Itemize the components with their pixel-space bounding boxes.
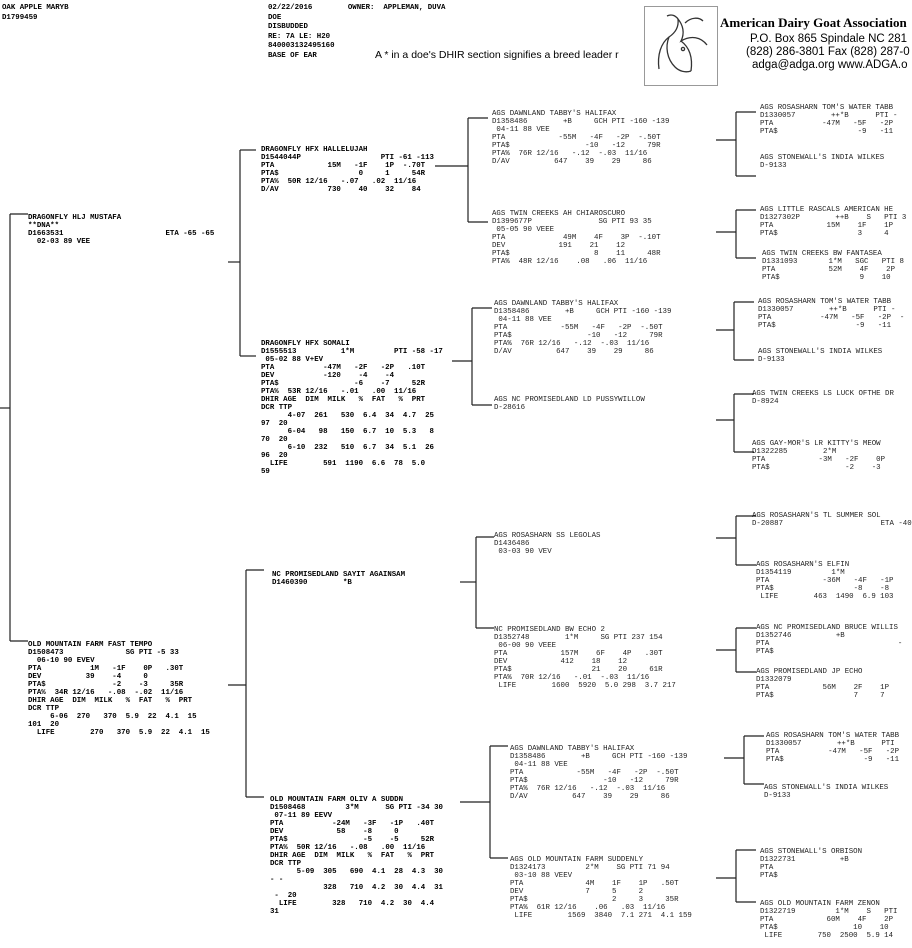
g4-block-5: AGS ROSASHARN TOM'S WATER TABB D1330057 … (758, 298, 905, 330)
sire-dam-block: DRAGONFLY HFX SOMALI D1555513 1*M PTI -5… (261, 340, 443, 476)
g4-block-14: AGS STONEWALL'S INDIA WILKES D-9133 (764, 784, 889, 800)
dds-block: AGS DAWNLAND TABBY'S HALIFAX D1358486 +B… (510, 745, 688, 801)
association-web: adga@adga.org www.ADGA.o (752, 59, 908, 71)
microchip-number: 840003132495160 (268, 42, 335, 50)
g4-block-7: AGS TWIN CREEKS LS LUCK OFTHE DR D-8924 (752, 390, 894, 406)
breed-leader-note: A * in a doe's DHIR section signifies a … (375, 49, 619, 61)
g4-block-9: AGS ROSASHARN'S TL SUMMER SOL D-20887 ET… (752, 512, 912, 528)
g4-block-6: AGS STONEWALL'S INDIA WILKES D-9133 (758, 348, 883, 364)
sss-block: AGS DAWNLAND TABBY'S HALIFAX D1358486 +B… (492, 110, 670, 166)
g4-block-4: AGS TWIN CREEKS BW FANTASEA D1331093 1*M… (762, 250, 904, 282)
dam-block: OLD MOUNTAIN FARM FAST TEMPO D1508473 SG… (28, 641, 210, 737)
chip-location: BASE OF EAR (268, 51, 317, 60)
g4-block-8: AGS GAY-MOR'S LR KITTY'S MEOW D1322285 2… (752, 440, 886, 472)
owner-name: APPLEMAN, DUVA (383, 4, 446, 12)
horn-status: DISBUDDED (268, 23, 308, 31)
g4-block-1: AGS ROSASHARN TOM'S WATER TABB D1330057 … (760, 104, 898, 136)
subject-id: D1799459 (2, 13, 38, 22)
ddd-block: AGS OLD MOUNTAIN FARM SUDDENLY D1324173 … (510, 856, 692, 920)
registration-details: 02/22/2016 OWNER: APPLEMAN, DUVA DOE DIS… (268, 4, 445, 61)
subject-block: OAK APPLE MARYB D1799459 (2, 4, 69, 23)
g4-block-16: AGS OLD MOUNTAIN FARM ZENON D1322719 1*M… (760, 900, 898, 940)
association-address: P.O. Box 865 Spindale NC 281 (750, 33, 908, 45)
sdd-block: AGS NC PROMISEDLAND LD PUSSYWILLOW D-286… (494, 396, 645, 412)
g4-block-2: AGS STONEWALL'S INDIA WILKES D-9133 (760, 154, 885, 170)
g4-block-15: AGS STONEWALL'S ORBISON D1322731 +B PTA … (760, 848, 863, 880)
dam-dam-block: OLD MOUNTAIN FARM OLIV A SUDDN D1508468 … (270, 796, 443, 916)
tattoo: RE: 7A LE: H20 (268, 32, 331, 41)
g4-block-11: AGS NC PROMISEDLAND BRUCE WILLIS D135274… (756, 624, 903, 656)
sds-block: AGS DAWNLAND TABBY'S HALIFAX D1358486 +B… (494, 300, 672, 356)
g4-block-10: AGS ROSASHARN'S ELFIN D1354119 1*M PTA -… (756, 561, 894, 601)
g4-block-12: AGS PROMISEDLAND JP ECHO D1332079 PTA 56… (756, 668, 890, 700)
ssd-block: AGS TWIN CREEKS AH CHIAROSCURO D1399677P… (492, 210, 661, 266)
owner-label: OWNER: (347, 4, 375, 12)
dsd-block: NC PROMISEDLAND BW ECHO 2 D1352748 1*M S… (494, 626, 676, 690)
association-phone: (828) 286-3801 Fax (828) 287-0 (746, 46, 910, 58)
g4-block-13: AGS ROSASHARN TOM'S WATER TABB D1330057 … (766, 732, 900, 764)
print-date: 02/22/2016 (268, 4, 313, 12)
sire-sire-block: DRAGONFLY HFX HALLELUJAH D1544044P PTI -… (261, 146, 434, 194)
association-name: American Dairy Goat Association (720, 15, 907, 30)
dam-sire-block: NC PROMISEDLAND SAYIT AGAINSAM D1460390 … (272, 571, 406, 587)
animal-sex: DOE (268, 13, 282, 22)
dss-block: AGS ROSASHARN SS LEGOLAS D1436486 03-03 … (494, 532, 601, 556)
goat-head-icon (657, 14, 708, 73)
sire-block: DRAGONFLY HLJ MUSTAFA **DNA** D1663531 E… (28, 214, 215, 246)
adga-goat-logo (644, 6, 718, 86)
subject-name: OAK APPLE MARYB (2, 4, 69, 12)
g4-block-3: AGS LITTLE RASCALS AMERICAN HE D1327302P… (760, 206, 907, 238)
